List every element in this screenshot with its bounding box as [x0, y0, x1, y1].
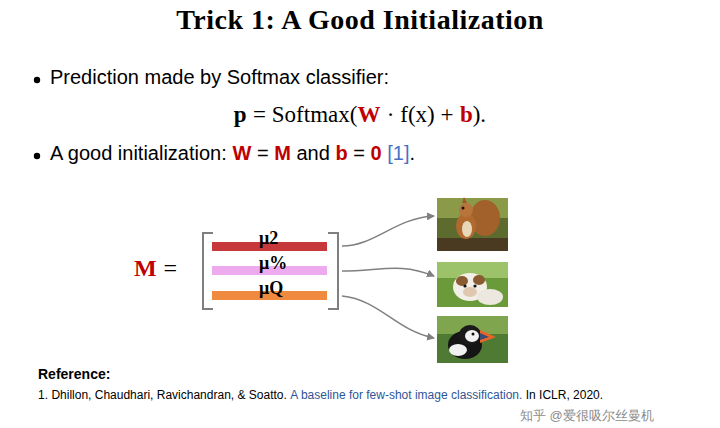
prototype-label: μ2 — [259, 228, 278, 249]
squirrel-photo — [437, 197, 508, 251]
bullet-text: = — [353, 142, 365, 165]
reference-entry: 1. — [38, 388, 48, 402]
prototype-label: μ% — [259, 253, 287, 274]
matrix-bracket — [328, 233, 338, 309]
matrix-symbol-row: M= — [134, 255, 177, 282]
reference-entry: A baseline for few-shot image classifica… — [290, 388, 522, 402]
matrix-symbol: M — [134, 255, 157, 282]
reference-entry-row: 1.Dhillon, Chaudhari, Ravichandran, & So… — [38, 388, 603, 402]
matrix-symbol: = — [163, 255, 177, 282]
prototype-label-row: μQ — [259, 278, 283, 299]
prototype-label: μQ — [259, 278, 283, 299]
formula-part: · f(x) + — [387, 102, 454, 128]
bullet-text: . — [409, 142, 415, 165]
reference-heading: Reference: — [38, 366, 110, 382]
prototype-label-row: μ% — [259, 253, 287, 274]
bullet-text-row: A good initialization:W=Mandb=0[1]. — [50, 142, 415, 165]
leader-arrow — [342, 216, 434, 246]
matrix-bracket — [203, 233, 213, 309]
bullet-text: A good initialization: — [50, 142, 227, 165]
formula-part: = Softmax( — [253, 102, 357, 128]
reference-heading-row: Reference: — [38, 366, 110, 382]
watermark-row: 知乎 @爱很吸尔丝曼机 — [520, 407, 654, 425]
bullet-text: [1] — [387, 142, 409, 165]
bullet-text: Prediction made by Softmax classifier: — [50, 66, 389, 89]
watermark: 知乎 @爱很吸尔丝曼机 — [520, 407, 654, 425]
bullet-text-row: Prediction made by Softmax classifier: — [50, 66, 389, 89]
bullet-text: and — [296, 142, 329, 165]
prototype-label-row: μ2 — [259, 228, 278, 249]
bullet — [34, 153, 40, 159]
slide-title: Trick 1: A Good Initialization — [0, 4, 720, 36]
bullet-text: W — [232, 142, 251, 165]
formula-part: W — [357, 102, 380, 128]
bullet-text: M — [274, 142, 291, 165]
formula-part-row: p= Softmax(W · f(x) +b). — [0, 102, 720, 128]
leader-arrow — [342, 296, 434, 338]
reference-entry: Dhillon, Chaudhari, Ravichandran, & Soat… — [51, 388, 286, 402]
formula-part: p — [234, 102, 247, 128]
bullet — [34, 77, 40, 83]
leader-arrow — [342, 268, 434, 276]
bullet-text: 0 — [370, 142, 381, 165]
bullet-text: = — [257, 142, 269, 165]
formula-part: b — [460, 102, 473, 128]
puffin-photo — [437, 316, 508, 363]
bullet-text: b — [335, 142, 347, 165]
reference-entry: In ICLR, 2020. — [526, 388, 603, 402]
dog-photo — [437, 262, 508, 307]
formula-part: ). — [473, 102, 486, 128]
